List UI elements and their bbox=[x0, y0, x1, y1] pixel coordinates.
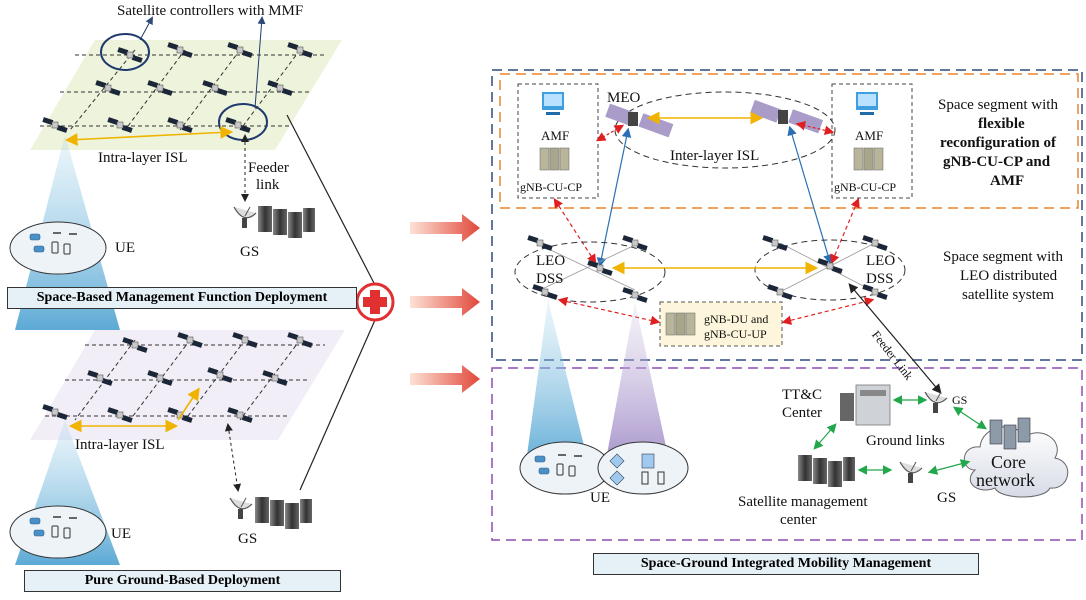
leo-left-line2: DSS bbox=[536, 271, 564, 287]
feeder-label-line1: Feeder bbox=[248, 160, 289, 176]
amf-label-right: AMF bbox=[855, 128, 884, 143]
satellite-icon bbox=[622, 286, 648, 304]
flow-arrows bbox=[410, 214, 480, 393]
leo-satellites bbox=[527, 234, 888, 304]
orbit-plane-top bbox=[30, 40, 342, 150]
du-label-line2: gNB-CU-UP bbox=[704, 327, 767, 341]
dish-icon bbox=[924, 391, 948, 414]
core-label-line2: network bbox=[976, 470, 1035, 490]
merge-line bbox=[286, 114, 376, 286]
feeder-label-line2: link bbox=[256, 177, 280, 193]
meo-label: MEO bbox=[607, 90, 641, 106]
meo-orbit bbox=[614, 91, 836, 169]
ttc-label-line1: TT&C bbox=[782, 387, 822, 403]
dish-icon bbox=[899, 461, 923, 484]
ue-group bbox=[519, 441, 611, 495]
server-icon bbox=[255, 497, 312, 529]
leo-right-line2: DSS bbox=[866, 271, 894, 287]
intra-isl-arrow bbox=[177, 387, 200, 421]
sat-mgmt-label-line2: center bbox=[780, 512, 817, 528]
ue-label: UE bbox=[111, 526, 131, 542]
ground-link bbox=[953, 406, 987, 430]
gs-label: GS bbox=[238, 531, 258, 547]
meo-satellite-right bbox=[750, 99, 824, 134]
server-icon bbox=[798, 455, 855, 487]
intra-isl-label: Intra-layer ISL bbox=[75, 437, 165, 453]
satellite-icon bbox=[527, 234, 553, 252]
feeder-link bbox=[224, 423, 242, 492]
space-seg-1-line2: flexible bbox=[978, 116, 1025, 132]
server-icon bbox=[258, 206, 315, 238]
ttc-center-icon bbox=[840, 384, 891, 426]
ue-label: UE bbox=[115, 240, 135, 256]
server-icon bbox=[665, 312, 696, 336]
orbit-plane-bottom bbox=[30, 330, 345, 440]
sat-mgmt-label-line1: Satellite management bbox=[738, 494, 868, 510]
space-seg-1-line1: Space segment with bbox=[938, 97, 1058, 113]
merge-line bbox=[299, 319, 376, 491]
control-link bbox=[595, 124, 625, 142]
grid-lines-top bbox=[40, 49, 325, 131]
gs-label: GS bbox=[240, 244, 260, 260]
server-icon bbox=[989, 417, 1031, 450]
inter-layer-isl bbox=[787, 125, 833, 265]
control-link bbox=[553, 197, 597, 265]
space-seg-1-line5: AMF bbox=[990, 173, 1025, 189]
control-link bbox=[781, 297, 875, 325]
space-seg-2-line1: Space segment with bbox=[943, 249, 1063, 265]
dish-icon bbox=[233, 206, 257, 229]
red-plus-icon bbox=[355, 282, 395, 322]
dish-icon bbox=[229, 497, 253, 520]
space-seg-1-line4: gNB-CU-CP and bbox=[943, 154, 1051, 170]
leo-right-line1: LEO bbox=[866, 253, 896, 269]
space-segment-box bbox=[491, 69, 1083, 361]
core-label-line1: Core bbox=[991, 452, 1026, 472]
coverage-beam bbox=[525, 300, 590, 470]
space-seg-2-line3: satellite system bbox=[962, 287, 1055, 303]
inter-isl-label: Inter-layer ISL bbox=[670, 148, 760, 164]
cloud-icon bbox=[963, 426, 1069, 498]
ground-based-title: Pure Ground-Based Deployment bbox=[24, 570, 341, 592]
ttc-label-line2: Center bbox=[782, 405, 822, 421]
server-icon bbox=[853, 147, 884, 171]
coverage-beam bbox=[605, 302, 670, 465]
du-label-line1: gNB-DU and bbox=[704, 312, 769, 326]
satellite-icon bbox=[762, 234, 788, 252]
control-link bbox=[557, 296, 661, 326]
space-seg-2-line2: LEO distributed bbox=[960, 268, 1058, 284]
ue-icons bbox=[609, 453, 665, 486]
ground-links-label: Ground links bbox=[866, 433, 945, 449]
pointer-arrow bbox=[139, 16, 153, 41]
intra-isl-arrow bbox=[64, 126, 234, 146]
ground-segment-box bbox=[491, 367, 1083, 541]
space-based-title: Space-Based Management Function Deployme… bbox=[7, 287, 357, 309]
amf-icon bbox=[542, 92, 564, 115]
space-seg-1-line3: reconfiguration of bbox=[940, 135, 1056, 151]
gs-bottom-label: GS bbox=[937, 490, 957, 506]
ground-link bbox=[927, 459, 971, 475]
leo-left-line1: LEO bbox=[536, 253, 566, 269]
controller-highlight bbox=[100, 33, 150, 71]
amf-label-left: AMF bbox=[541, 128, 570, 143]
integrated-title: Space-Ground Integrated Mobility Managem… bbox=[593, 553, 979, 575]
server-icon bbox=[539, 147, 570, 171]
satellite-icon bbox=[767, 283, 793, 301]
gs-top-label: GS bbox=[952, 393, 968, 407]
cu-cp-label-left: gNB-CU-CP bbox=[520, 180, 583, 194]
intra-isl-label: Intra-layer ISL bbox=[98, 150, 188, 166]
pointer-arrow bbox=[254, 16, 266, 109]
ground-link bbox=[813, 423, 837, 450]
satellite-icon bbox=[862, 234, 888, 252]
feeder-link bbox=[848, 283, 942, 394]
ue-label: UE bbox=[590, 490, 610, 506]
control-link bbox=[830, 197, 860, 265]
amf-icon bbox=[856, 92, 878, 115]
cu-cp-label-right: gNB-CU-CP bbox=[834, 180, 897, 194]
controllers-label: Satellite controllers with MMF bbox=[117, 3, 304, 19]
